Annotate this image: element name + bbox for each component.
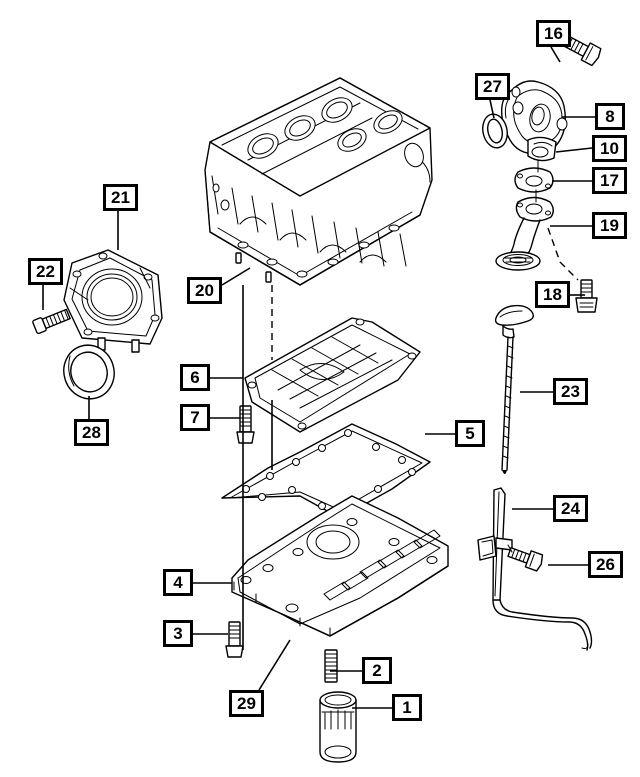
callout-oil-filter[interactable]: 1 [392,694,422,721]
callout-rear-main-seal-retainer[interactable]: 21 [103,184,138,211]
callout-rear-seal-retainer-bolt[interactable]: 22 [28,258,63,285]
callout-oil-filter-stud-bolt[interactable]: 2 [362,657,392,684]
oil-pickup-tube-gasket-art [514,167,554,193]
callout-dipstick-tube[interactable]: 24 [553,495,588,522]
callout-oil-level-dipstick[interactable]: 23 [553,378,588,405]
callout-oil-pump-o-ring[interactable]: 27 [475,73,510,100]
windage-tray-art [244,317,421,433]
callout-rear-crankshaft-oil-seal[interactable]: 28 [74,419,109,446]
rear-crankshaft-oil-seal-art [63,344,115,400]
callout-oil-pan-gasket[interactable]: 5 [455,420,485,447]
oil-pickup-tube-bolt-art [547,227,598,313]
callout-dipstick-tube-bolt[interactable]: 26 [588,551,623,578]
oil-pan-bolt-art [225,621,244,658]
rear-main-seal-retainer-art [63,249,163,353]
oil-pump-o-ring-art [482,113,508,149]
callout-oil-pickup-tube[interactable]: 19 [592,212,627,239]
oil-pickup-tube-art [495,159,554,271]
callout-oil-pump[interactable]: 8 [595,103,625,130]
callout-oil-pan-bolt[interactable]: 3 [163,620,193,647]
oil-pan-art [231,495,449,637]
oil-filter-art [319,691,357,763]
callout-oil-drain-plug[interactable]: 29 [229,690,264,717]
rear-seal-retainer-bolt-art [32,308,71,335]
callout-oil-pickup-tube-gasket[interactable]: 17 [592,167,627,194]
engine-cylinder-block-art [204,77,433,286]
callout-oil-pump-bolt[interactable]: 16 [536,20,571,47]
callout-oil-pickup-tube-bolt[interactable]: 18 [535,281,570,308]
oil-pump-art [500,80,568,162]
callout-oil-pump-housing-cover[interactable]: 10 [592,135,627,162]
callout-oil-pan[interactable]: 4 [163,569,193,596]
dipstick-tube-art [477,487,593,651]
callout-windage-tray[interactable]: 6 [180,364,210,391]
callout-windage-tray-bolt[interactable]: 7 [180,404,210,431]
oil-filter-stud-bolt-art [324,649,338,683]
oil-level-dipstick-art [494,304,535,474]
callout-engine-cylinder-block[interactable]: 20 [187,277,222,304]
dipstick-tube-bolt-art [507,544,544,572]
windage-tray-bolt-art [236,405,255,444]
